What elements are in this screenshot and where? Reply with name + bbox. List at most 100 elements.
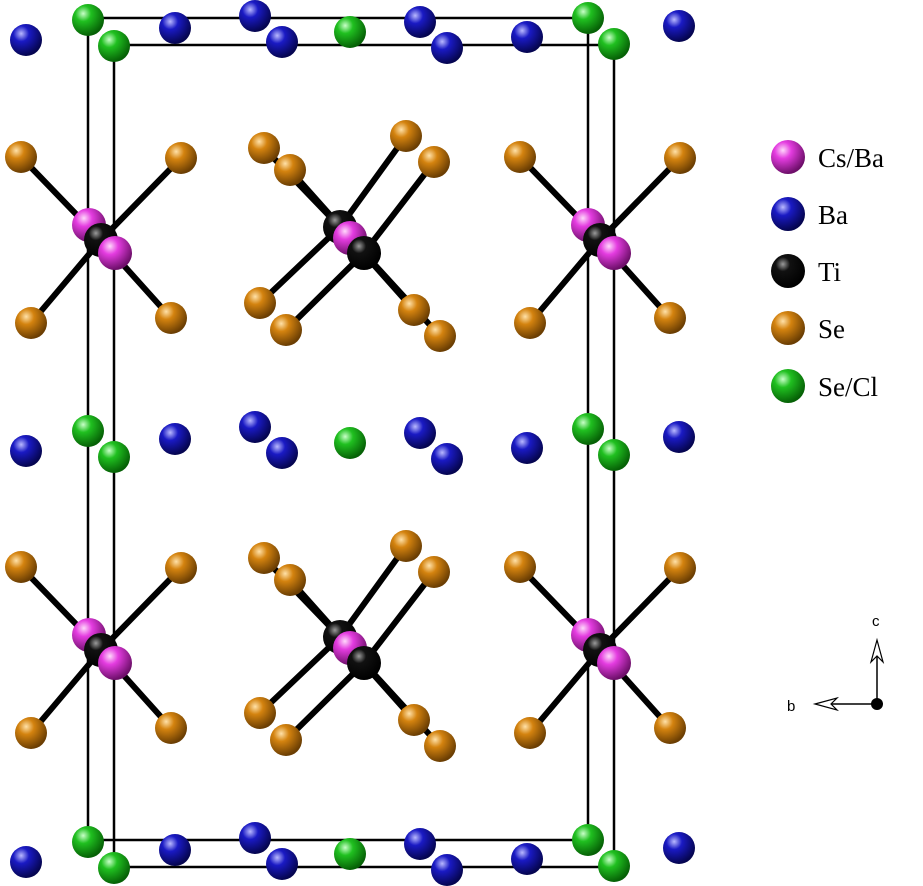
se-cl-atom bbox=[98, 852, 130, 884]
ba-atom bbox=[511, 21, 543, 53]
se-atom bbox=[514, 717, 546, 749]
se-atom bbox=[504, 551, 536, 583]
se-atom bbox=[390, 530, 422, 562]
legend-entry-se-cl: Se/Cl bbox=[771, 369, 878, 403]
se-atom bbox=[504, 141, 536, 173]
ba-atom bbox=[663, 10, 695, 42]
se-cl-atom bbox=[598, 28, 630, 60]
ti-se-bond bbox=[361, 250, 443, 339]
ti-se-bond bbox=[527, 647, 603, 736]
ti-se-bond bbox=[361, 159, 437, 256]
se-atom bbox=[270, 724, 302, 756]
ba-atom bbox=[266, 26, 298, 58]
se-atom bbox=[244, 697, 276, 729]
cs-ba-atom bbox=[98, 236, 132, 270]
ba-atom bbox=[266, 848, 298, 880]
axis-triad: c b bbox=[787, 613, 885, 715]
b-axis-arrowhead bbox=[812, 696, 840, 712]
ba-atom bbox=[10, 846, 42, 878]
ti-se-bond bbox=[257, 224, 343, 306]
ti-se-bond bbox=[361, 660, 443, 749]
ti-se-bond bbox=[597, 155, 683, 243]
ti-se-bond bbox=[337, 543, 409, 640]
se-atom bbox=[390, 120, 422, 152]
ti-se-bond bbox=[98, 565, 184, 653]
se-cl-atom bbox=[72, 4, 104, 36]
ba-atom bbox=[159, 12, 191, 44]
legend-swatch-ba bbox=[771, 197, 805, 231]
ba-atom bbox=[159, 423, 191, 455]
legend-swatch-cs-ba bbox=[771, 140, 805, 174]
se-atom bbox=[155, 302, 187, 334]
ba-atom bbox=[511, 843, 543, 875]
legend-swatch-se-cl bbox=[771, 369, 805, 403]
se-atom bbox=[664, 552, 696, 584]
se-atom bbox=[15, 307, 47, 339]
ti-se-bond bbox=[527, 237, 603, 326]
se-cl-atom bbox=[98, 441, 130, 473]
legend-entry-ti: Ti bbox=[771, 254, 841, 288]
se-cl-atom bbox=[72, 826, 104, 858]
ba-atom bbox=[239, 411, 271, 443]
se-cl-atom bbox=[72, 415, 104, 447]
se-atom bbox=[248, 542, 280, 574]
ba-atom bbox=[431, 32, 463, 64]
cs-ba-atom bbox=[98, 646, 132, 680]
se-cl-atom bbox=[572, 2, 604, 34]
b-axis-label: b bbox=[787, 698, 795, 715]
ti-se-bond bbox=[98, 155, 184, 243]
legend-swatch-ti bbox=[771, 254, 805, 288]
se-atom bbox=[165, 552, 197, 584]
se-atom bbox=[274, 154, 306, 186]
se-atom bbox=[418, 146, 450, 178]
se-atom bbox=[398, 704, 430, 736]
legend-entry-cs-ba: Cs/Ba bbox=[771, 140, 884, 174]
ba-atom bbox=[431, 854, 463, 886]
c-axis-arrowhead bbox=[869, 637, 885, 665]
ba-atom bbox=[404, 417, 436, 449]
ba-atom bbox=[10, 24, 42, 56]
legend-label-ti: Ti bbox=[818, 257, 841, 287]
se-atom bbox=[244, 287, 276, 319]
se-atom bbox=[424, 320, 456, 352]
se-cl-atom bbox=[598, 439, 630, 471]
se-atom bbox=[424, 730, 456, 762]
legend-entry-ba: Ba bbox=[771, 197, 848, 231]
ba-atom bbox=[404, 6, 436, 38]
ba-atom bbox=[10, 435, 42, 467]
se-atom bbox=[155, 712, 187, 744]
se-atom bbox=[274, 564, 306, 596]
se-atom bbox=[165, 142, 197, 174]
legend-label-se-cl: Se/Cl bbox=[818, 372, 878, 402]
se-atom bbox=[654, 302, 686, 334]
ti-se-bond bbox=[283, 250, 367, 333]
se-cl-atom bbox=[334, 838, 366, 870]
ba-atom bbox=[239, 0, 271, 32]
ti-se-bond bbox=[28, 237, 104, 326]
ba-atom bbox=[431, 443, 463, 475]
ti-se-bond bbox=[597, 565, 683, 653]
se-cl-atom bbox=[334, 427, 366, 459]
se-atom bbox=[398, 294, 430, 326]
se-atom bbox=[5, 551, 37, 583]
ti-atom bbox=[347, 236, 381, 270]
se-atom bbox=[5, 141, 37, 173]
se-atom bbox=[15, 717, 47, 749]
ba-atom bbox=[266, 437, 298, 469]
legend-entry-se: Se bbox=[771, 311, 845, 345]
ba-atom bbox=[159, 834, 191, 866]
ba-atom bbox=[663, 832, 695, 864]
se-atom bbox=[270, 314, 302, 346]
legend: Cs/Ba Ba Ti Se Se/Cl bbox=[771, 140, 884, 403]
ba-atom bbox=[663, 421, 695, 453]
ti-se-bond bbox=[337, 133, 409, 230]
cs-ba-atom bbox=[597, 646, 631, 680]
legend-label-cs-ba: Cs/Ba bbox=[818, 143, 884, 173]
legend-label-se: Se bbox=[818, 314, 845, 344]
se-cl-atom bbox=[598, 850, 630, 882]
se-cl-atom bbox=[572, 413, 604, 445]
ti-se-bond bbox=[257, 634, 343, 716]
se-atom bbox=[664, 142, 696, 174]
se-atom bbox=[248, 132, 280, 164]
